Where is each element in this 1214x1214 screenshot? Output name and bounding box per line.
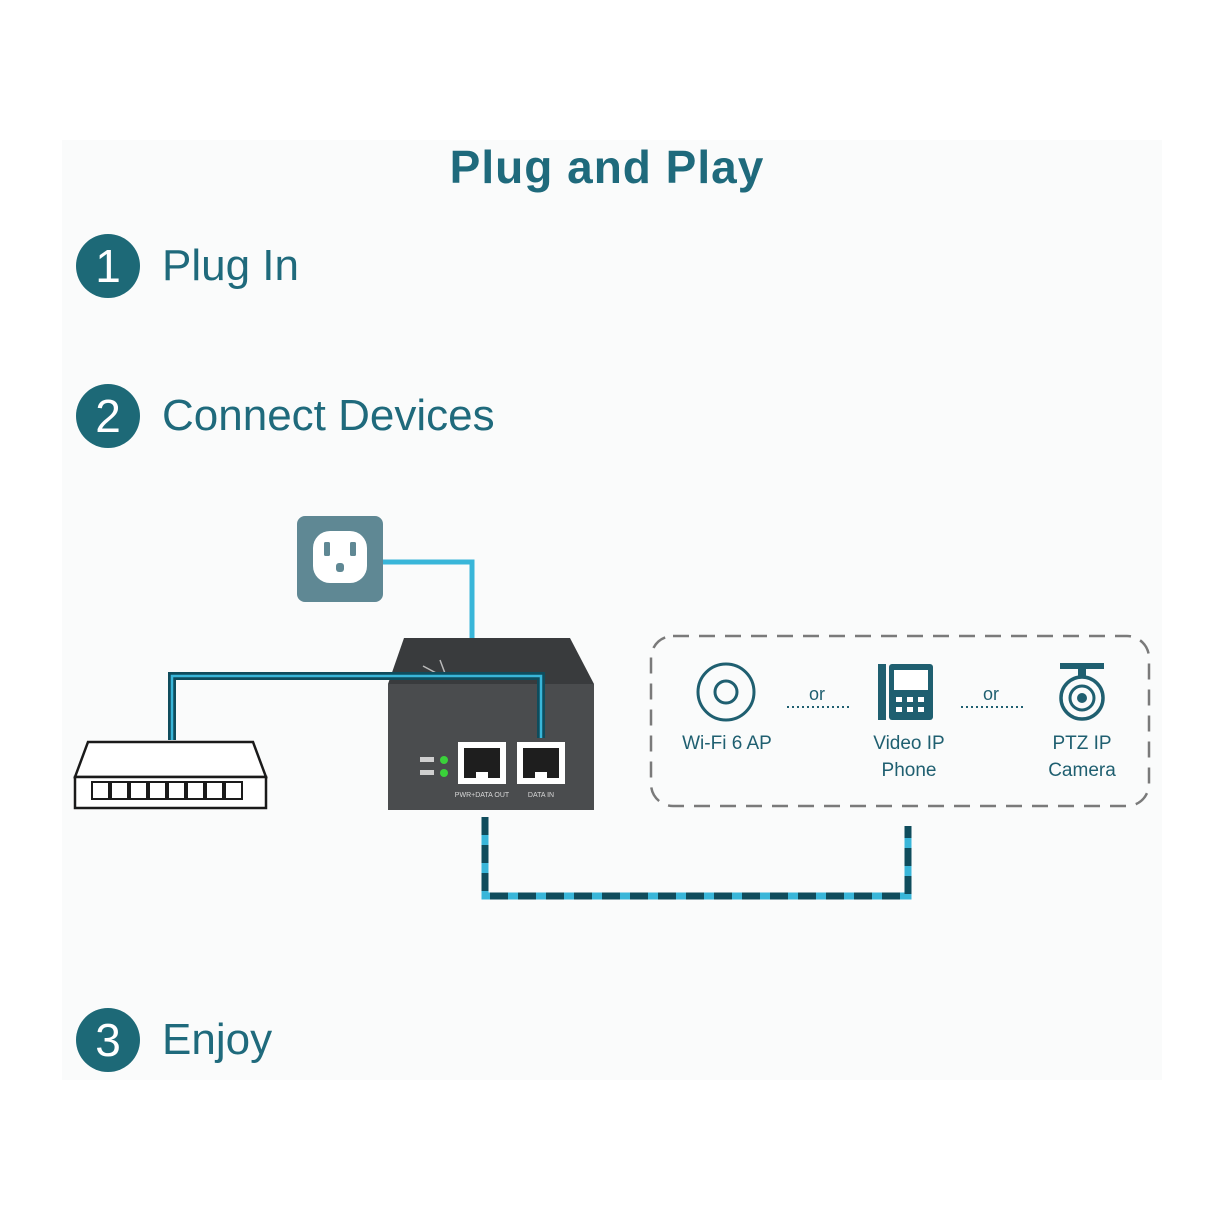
network-switch-icon [73, 740, 268, 810]
devices-group-border [649, 634, 1151, 808]
step-3-label: Enjoy [162, 1015, 273, 1064]
step-1: 1 Plug In [76, 234, 299, 298]
poe-injector: PWR+DATA OUT DATA IN [388, 638, 594, 810]
port-label-out: PWR+DATA OUT [455, 792, 510, 799]
status-led-2 [440, 769, 448, 777]
status-led-1 [440, 756, 448, 764]
separator-or-2: or [983, 684, 999, 704]
device-label-phone-line1: Video IP [873, 733, 944, 754]
wifi-access-point-icon [696, 662, 756, 722]
background-panel [62, 140, 1162, 1080]
step-1-number: 1 [76, 234, 140, 298]
separator-or-1: or [809, 684, 825, 704]
step-3-number: 3 [76, 1008, 140, 1072]
power-cable [382, 559, 475, 640]
step-3: 3 Enjoy [76, 1008, 272, 1072]
rj45-port-out [458, 742, 506, 784]
step-2-number: 2 [76, 384, 140, 448]
poe-output-cable [481, 817, 912, 900]
ptz-camera-icon [1059, 663, 1105, 721]
device-label-phone-line2: Phone [882, 760, 937, 781]
page-title: Plug and Play [449, 141, 765, 193]
step-1-label: Plug In [162, 241, 299, 290]
step-2-label: Connect Devices [162, 391, 495, 440]
port-label-in: DATA IN [528, 792, 554, 799]
device-label-camera-line2: Camera [1048, 760, 1116, 781]
rj45-port-in [517, 742, 565, 784]
ip-phone-icon [878, 664, 933, 720]
power-outlet-icon [297, 516, 383, 602]
data-cable-in [168, 672, 545, 740]
device-label-camera-line1: PTZ IP [1052, 733, 1111, 754]
device-label-wifi-ap: Wi-Fi 6 AP [682, 733, 772, 754]
step-2: 2 Connect Devices [76, 384, 495, 448]
